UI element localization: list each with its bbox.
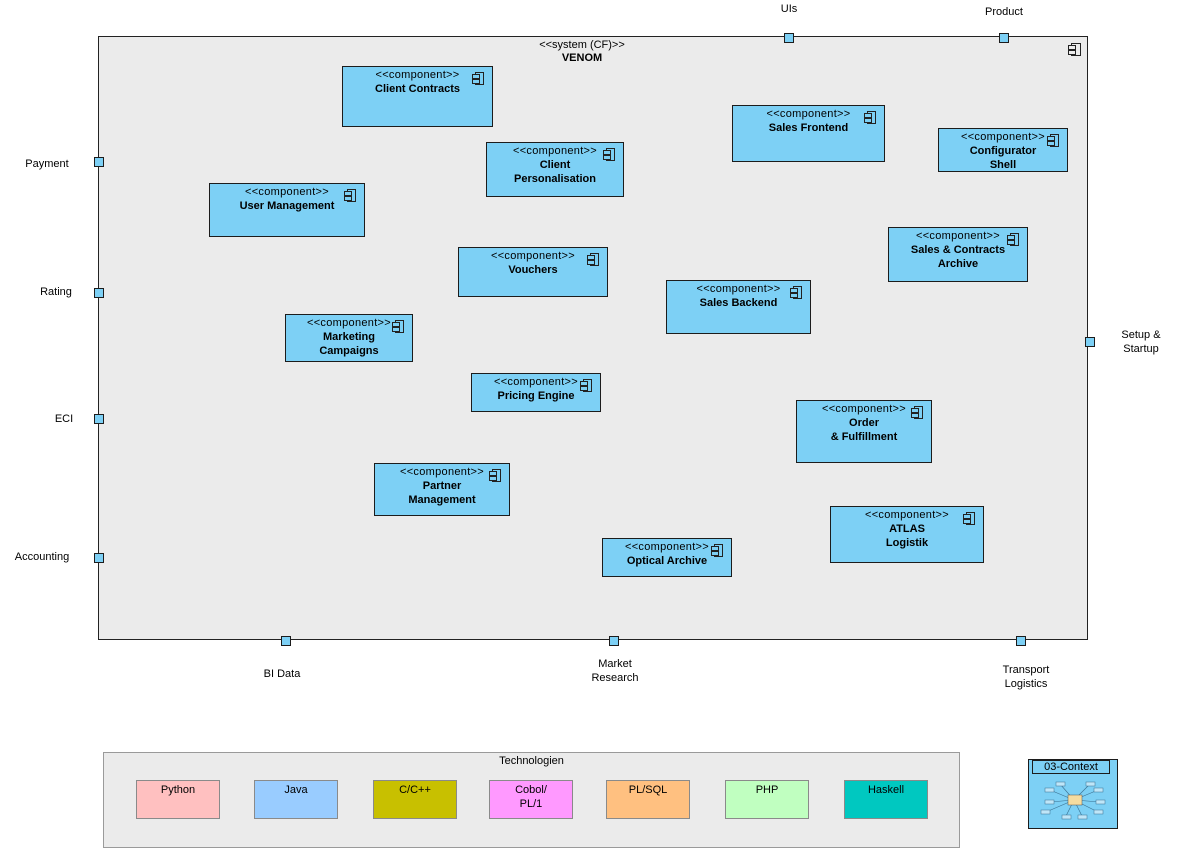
component-name: Partner Management [408,480,476,506]
component-stereotype: <<component>> [306,317,392,329]
component-stereotype: <<component>> [399,466,485,478]
component-partner-management[interactable]: <<component>> Partner Management [374,463,510,516]
component-stereotype: <<component>> [864,509,950,521]
context-diagram-thumbnail-icon [1040,781,1106,820]
component-icon [790,286,802,299]
component-order-fulfillment[interactable]: <<component>> Order & Fulfillment [796,400,932,463]
legend-swatch-haskell: Haskell [844,780,928,819]
component-icon [1007,233,1019,246]
component-stereotype: <<component>> [915,230,1001,242]
component-stereotype: <<component>> [512,145,598,157]
component-atlas-logistik[interactable]: <<component>> ATLAS Logistik [830,506,984,563]
port-label-transport-logistics: Transport Logistics [1002,664,1050,690]
port-rating[interactable] [94,288,104,298]
port-label-bi-data: BI Data [263,668,301,680]
port-label-payment: Payment [25,158,69,170]
component-icon [392,320,404,333]
port-uis[interactable] [784,33,794,43]
component-sales-contracts-archive[interactable]: <<component>> Sales & Contracts Archive [888,227,1028,282]
legend-swatch-python: Python [136,780,220,819]
component-marketing-campaigns[interactable]: <<component>> Marketing Campaigns [285,314,413,362]
legend-label: C/C++ [399,784,431,796]
port-label-setup-startup: Setup & Startup [1121,329,1161,355]
port-label-accounting: Accounting [14,551,70,563]
component-stereotype: <<component>> [766,108,851,120]
context-diagram-label: 03-Context [1032,760,1110,774]
legend-label: Java [284,784,308,796]
port-accounting[interactable] [94,553,104,563]
component-configurator-shell[interactable]: <<component>> Configurator Shell [938,128,1068,172]
component-icon [587,253,599,266]
component-sales-backend[interactable]: <<component>> Sales Backend [666,280,811,334]
component-stereotype: <<component>> [490,250,576,262]
component-stereotype: <<component>> [624,541,710,553]
port-payment[interactable] [94,157,104,167]
port-product[interactable] [999,33,1009,43]
component-stereotype: <<component>> [696,283,781,295]
component-icon [489,469,501,482]
component-icon [603,148,615,161]
system-component-icon [1068,43,1081,56]
component-client-personalisation[interactable]: <<component>> Client Personalisation [486,142,624,197]
legend-swatch-c-cpp: C/C++ [373,780,457,819]
legend-label: Haskell [867,784,905,796]
component-name: Order & Fulfillment [830,417,898,443]
component-icon [911,406,923,419]
port-label-rating: Rating [40,286,72,298]
component-optical-archive[interactable]: <<component>> Optical Archive [602,538,732,577]
legend-swatch-cobol-pl1: Cobol/ PL/1 [489,780,573,819]
component-icon [711,544,723,557]
port-label-uis: UIs [780,3,798,15]
legend-swatch-plsql: PL/SQL [606,780,690,819]
system-stereotype: <<system (CF)>> [539,39,625,51]
component-name: Client Personalisation [514,159,596,185]
port-label-product: Product [985,6,1023,18]
component-name: Sales & Contracts Archive [910,244,1006,270]
component-name: Vouchers [508,264,558,276]
component-vouchers[interactable]: <<component>> Vouchers [458,247,608,297]
legend-swatch-php: PHP [725,780,809,819]
component-icon [580,379,592,392]
system-title: <<system (CF)>> VENOM [482,39,682,65]
component-icon [864,111,876,124]
component-stereotype: <<component>> [375,69,460,81]
legend-label: PHP [755,784,779,796]
component-stereotype: <<component>> [244,186,330,198]
system-name: VENOM [561,52,603,64]
component-stereotype: <<component>> [493,376,579,388]
component-name: Pricing Engine [497,390,575,402]
component-name: Sales Frontend [768,122,849,134]
technology-legend-title: Technologien [499,755,564,767]
component-name: Configurator Shell [969,145,1037,171]
port-bi-data[interactable] [281,636,291,646]
component-stereotype: <<component>> [960,131,1046,143]
component-user-management[interactable]: <<component>> User Management [209,183,365,237]
component-sales-frontend[interactable]: <<component>> Sales Frontend [732,105,885,162]
component-name: Sales Backend [699,297,778,309]
component-icon [963,512,975,525]
port-setup-startup[interactable] [1085,337,1095,347]
component-icon [344,189,356,202]
component-stereotype: <<component>> [821,403,907,415]
component-name: Optical Archive [626,555,708,567]
legend-swatch-java: Java [254,780,338,819]
legend-label: Cobol/ PL/1 [515,784,547,810]
component-icon [472,72,484,85]
component-icon [1047,134,1059,147]
component-client-contracts[interactable]: <<component>> Client Contracts [342,66,493,127]
port-market-research[interactable] [609,636,619,646]
port-transport-logistics[interactable] [1016,636,1026,646]
port-eci[interactable] [94,414,104,424]
legend-label: Python [160,784,196,796]
component-name: ATLAS Logistik [885,523,929,549]
component-name: Client Contracts [375,83,460,95]
component-name: User Management [239,200,335,212]
component-name: Marketing Campaigns [319,331,379,357]
port-label-market-research: Market Research [591,658,639,684]
legend-label: PL/SQL [628,784,668,796]
port-label-eci: ECI [54,413,74,425]
component-pricing-engine[interactable]: <<component>> Pricing Engine [471,373,601,412]
